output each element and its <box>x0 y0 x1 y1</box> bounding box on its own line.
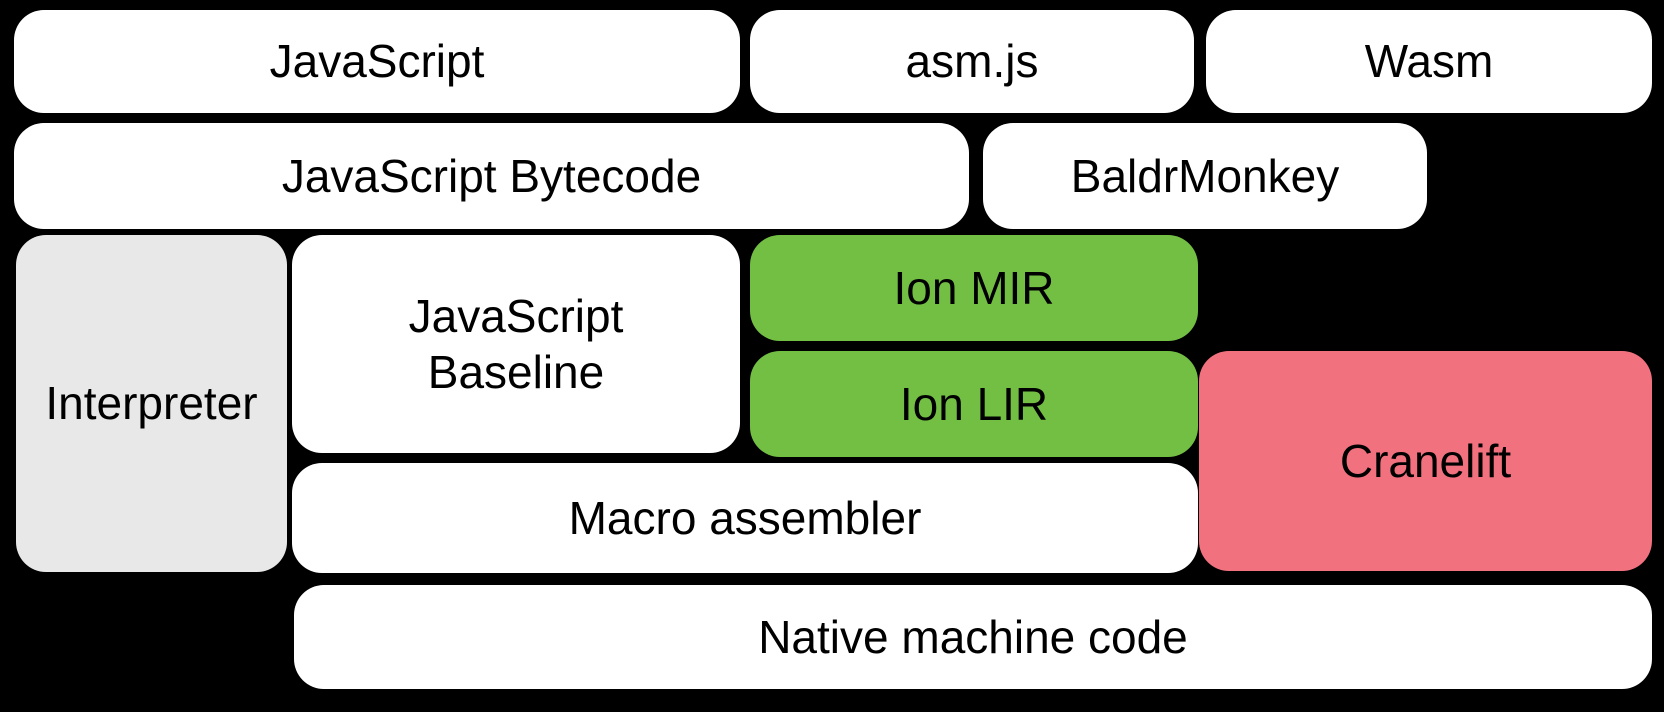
box-ion-lir-label: Ion LIR <box>899 377 1049 430</box>
box-javascript-baseline-label: JavaScript Baseline <box>408 289 624 398</box>
box-asmjs-label: asm.js <box>905 35 1039 88</box>
box-macro-assembler-label: Macro assembler <box>568 491 922 544</box>
box-cranelift-label: Cranelift <box>1339 434 1512 487</box>
box-javascript-bytecode-label: JavaScript Bytecode <box>281 149 702 202</box>
box-native-machine-code-label: Native machine code <box>758 610 1188 663</box>
box-javascript-baseline: JavaScript Baseline <box>292 235 740 453</box>
box-javascript-bytecode: JavaScript Bytecode <box>14 123 969 229</box>
box-ion-mir: Ion MIR <box>750 235 1198 341</box>
box-native-machine-code: Native machine code <box>294 585 1652 689</box>
box-javascript: JavaScript <box>14 10 740 113</box>
box-interpreter: Interpreter <box>16 235 287 572</box>
box-baldrmonkey: BaldrMonkey <box>983 123 1427 229</box>
box-ion-mir-label: Ion MIR <box>893 261 1055 314</box>
box-wasm-label: Wasm <box>1364 35 1494 88</box>
box-asmjs: asm.js <box>750 10 1194 113</box>
box-javascript-label: JavaScript <box>269 35 485 88</box>
box-ion-lir: Ion LIR <box>750 351 1198 457</box>
box-interpreter-label: Interpreter <box>45 377 258 430</box>
box-baldrmonkey-label: BaldrMonkey <box>1070 149 1340 202</box>
box-macro-assembler: Macro assembler <box>292 463 1198 573</box>
box-cranelift: Cranelift <box>1199 351 1652 571</box>
box-wasm: Wasm <box>1206 10 1652 113</box>
